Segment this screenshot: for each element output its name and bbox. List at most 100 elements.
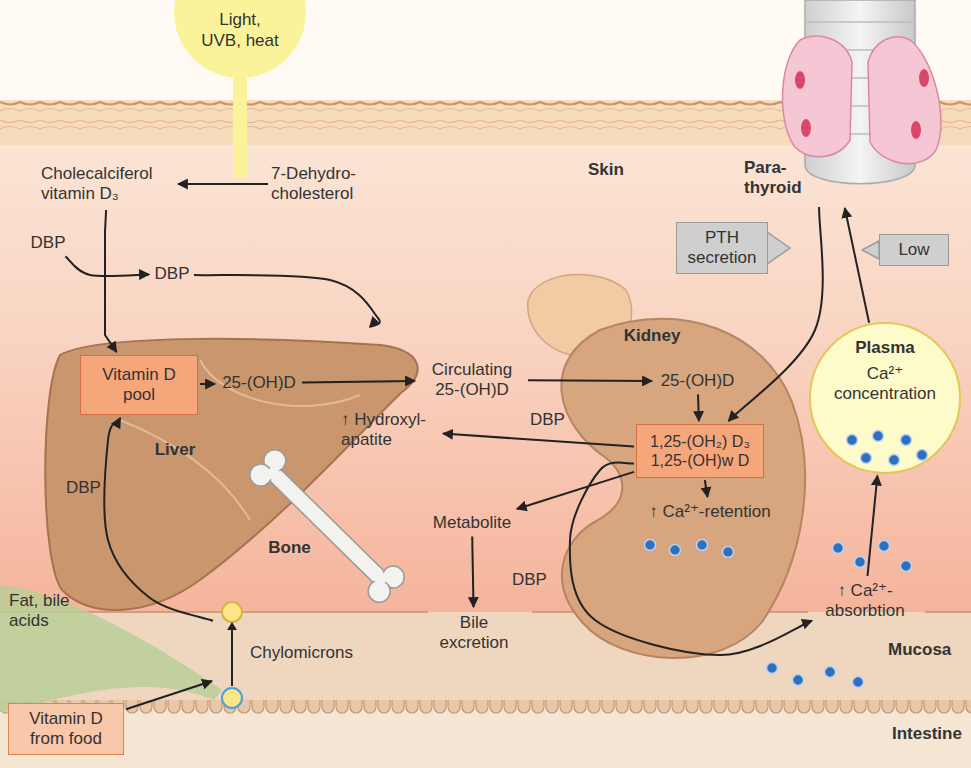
villus: [392, 700, 404, 713]
villus: [868, 700, 880, 713]
villus: [756, 700, 768, 713]
node-label: Fat, bile acids: [9, 591, 97, 632]
node-label: Liver: [140, 440, 210, 460]
villus: [616, 700, 628, 713]
edge-label: DBP: [530, 410, 565, 430]
node-label: Circulating 25-(OH)D: [419, 360, 525, 401]
node-label: ↑ Ca²⁺-retention: [649, 502, 770, 522]
effect-label: ↑ Hydroxyl- apatite: [340, 407, 440, 453]
node-label: 1,25-(OH)w D: [651, 451, 750, 470]
compound-label: Cholecalciferol vitamin D₃: [40, 160, 175, 208]
villus: [448, 700, 460, 713]
villus: [700, 700, 712, 713]
plasma-compartment: PlasmaCa²⁺ concentration: [810, 323, 960, 473]
connector-arrow: [517, 472, 634, 509]
villus: [420, 700, 432, 713]
node-label: Light, UVB, heat: [201, 10, 279, 51]
villus: [686, 700, 698, 713]
edge-label-holder: DBP: [530, 410, 565, 430]
label-holder: Ca²⁺ concentration: [830, 364, 940, 405]
liver-shape: [45, 339, 417, 610]
carrier-label: DBP: [28, 232, 68, 254]
liver-organ: LiverVitamin D pool25-(OH)D: [45, 330, 425, 615]
villus: [574, 700, 586, 713]
edge-label-holder: DBP: [66, 478, 101, 498]
villus: [476, 700, 488, 713]
villus: [532, 700, 544, 713]
villus: [728, 700, 740, 713]
carrier-label: DBP: [152, 263, 192, 285]
villus: [826, 700, 838, 713]
node-label: 25-(OH)D: [661, 371, 735, 391]
villus: [812, 700, 824, 713]
chylomicron-group: Chylomicrons: [215, 592, 385, 712]
connector-arrow: [302, 381, 415, 383]
callout-pointer: [767, 232, 790, 264]
node-label: DBP: [31, 233, 66, 253]
villus: [910, 700, 922, 713]
villus: [798, 700, 810, 713]
connector-arrow: [443, 434, 634, 447]
villus: [588, 700, 600, 713]
villus: [322, 700, 334, 713]
connector-arrow: [845, 208, 869, 323]
connector-arrow: [194, 275, 380, 327]
node-label: DBP: [155, 264, 190, 284]
uptake-arrow: [231, 628, 233, 686]
villus: [742, 700, 754, 713]
chylomicron: [222, 602, 242, 622]
micelle: [222, 688, 242, 708]
villus: [644, 700, 656, 713]
callout-pointer: [862, 241, 879, 259]
edge-label: DBP: [512, 570, 547, 590]
effect-label: ↑ Ca²⁺-retention: [640, 500, 780, 524]
compound-label: Circulating 25-(OH)D: [418, 356, 526, 404]
node-label: ↑ Hydroxyl- apatite: [341, 410, 439, 451]
callout-box: PTH secretion: [676, 222, 768, 274]
villus: [938, 700, 950, 713]
plasma-circle: [810, 323, 960, 473]
villus: [280, 700, 292, 713]
edge-label: DBP: [66, 478, 101, 498]
villus: [462, 700, 474, 713]
connector-arrow: [528, 379, 652, 382]
villus: [518, 700, 530, 713]
node-label: Cholecalciferol vitamin D₃: [41, 164, 174, 205]
connector-arrow: [705, 480, 708, 497]
villus: [840, 700, 852, 713]
edge-label-holder: DBP: [512, 570, 547, 590]
villus: [266, 700, 278, 713]
dietary-label: Fat, bile acids: [8, 588, 98, 634]
hormone-box: 1,25-(OH₂) D₃1,25-(OH)w D: [636, 424, 764, 478]
process-label: Bile excretion: [432, 610, 516, 656]
food-box: Vitamin D from food: [8, 703, 124, 755]
villus: [630, 700, 642, 713]
villus: [434, 700, 446, 713]
node-label: Chylomicrons: [250, 643, 380, 663]
node-label: Metabolite: [433, 513, 511, 533]
sun: [174, 0, 306, 78]
node-label: Low: [898, 240, 929, 260]
light-beam: [233, 70, 247, 178]
villus: [364, 700, 376, 713]
callout-box: Low: [879, 234, 949, 266]
villus: [182, 700, 194, 713]
bone-organ: Bone: [255, 455, 395, 595]
villus: [350, 700, 362, 713]
fat-bile-wedge: [0, 585, 222, 712]
node-label: Vitamin D pool: [86, 365, 192, 406]
label-holder: Bone: [262, 538, 317, 558]
connector-arrow: [868, 476, 878, 576]
connector-arrow: [178, 183, 268, 185]
node-label: Kidney: [612, 326, 692, 346]
villus: [714, 700, 726, 713]
parathyroid-gland: [911, 121, 921, 139]
node-label: PTH secretion: [682, 228, 762, 269]
parathyroid-gland: [795, 71, 805, 89]
effect-label: ↑ Ca²⁺- absorbtion: [815, 578, 915, 624]
villus: [896, 700, 908, 713]
node-label: Vitamin D from food: [14, 709, 118, 750]
villus: [378, 700, 390, 713]
node-label: Ca²⁺ concentration: [830, 364, 940, 405]
